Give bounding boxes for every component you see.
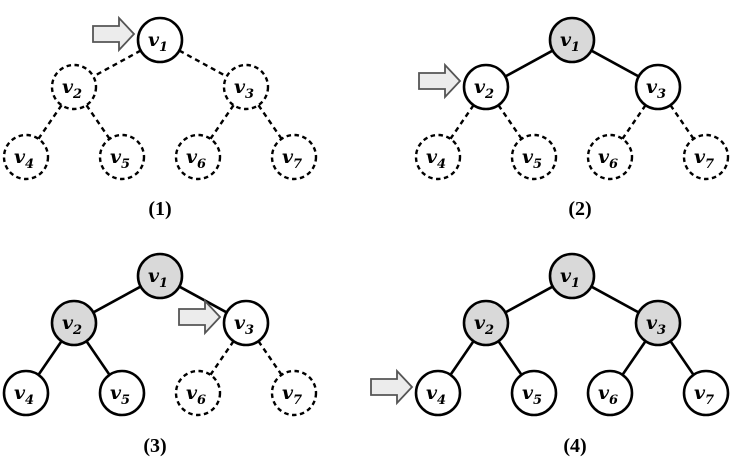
- edge-v2-v5: [497, 340, 523, 376]
- node-label-v7: v7: [282, 382, 302, 408]
- node-v5: v5: [98, 133, 146, 181]
- edge-v1-v2: [92, 49, 142, 78]
- edge-v1-v3: [590, 49, 640, 78]
- node-label-v6: v6: [598, 146, 618, 172]
- node-label-v7: v7: [694, 382, 714, 408]
- bfs-step-panel-3: v1 v2 v3 v4 v5 v6 v7 (3): [2, 252, 318, 457]
- node-v2: v2: [50, 63, 98, 111]
- node-label-v4: v4: [14, 382, 34, 408]
- edge-v2-v4: [449, 104, 475, 140]
- node-label-v5: v5: [522, 382, 542, 408]
- node-label-v3: v3: [646, 312, 666, 338]
- edge-v1-v3: [178, 285, 228, 314]
- node-label-v1: v1: [560, 265, 580, 291]
- edge-v3-v6: [621, 104, 647, 140]
- node-v4: v4: [414, 133, 462, 181]
- node-v4: v4: [2, 133, 50, 181]
- node-v5: v5: [510, 133, 558, 181]
- node-v4: v4: [2, 369, 50, 417]
- node-label-v3: v3: [646, 76, 666, 102]
- edge-v2-v4: [449, 340, 475, 376]
- node-v7: v7: [270, 133, 318, 181]
- node-v6: v6: [174, 369, 222, 417]
- edge-v3-v6: [209, 340, 235, 376]
- edge-v2-v5: [497, 104, 523, 140]
- node-label-v2: v2: [62, 76, 82, 102]
- node-v2: v2: [462, 299, 510, 347]
- node-v1: v1: [548, 252, 596, 300]
- current-node-arrow-icon: [178, 298, 222, 336]
- bfs-step-panel-2: v1 v2 v3 v4 v5 v6 v7 (2): [414, 16, 730, 220]
- current-node-arrow-icon: [92, 15, 136, 53]
- node-v1: v1: [136, 252, 184, 300]
- edge-v1-v3: [178, 49, 228, 78]
- node-v3: v3: [222, 63, 270, 111]
- node-label-v1: v1: [148, 29, 168, 55]
- node-label-v7: v7: [694, 146, 714, 172]
- edge-v3-v7: [669, 340, 695, 376]
- node-label-v4: v4: [426, 146, 446, 172]
- node-v2: v2: [462, 63, 510, 111]
- node-label-v2: v2: [62, 312, 82, 338]
- current-node-arrow-icon: [418, 62, 462, 100]
- edge-v3-v6: [209, 104, 235, 140]
- node-v1: v1: [548, 16, 596, 64]
- node-v5: v5: [510, 369, 558, 417]
- edge-v1-v2: [504, 285, 554, 314]
- bfs-step-panel-4: v1 v2 v3 v4 v5 v6 v7 (4): [370, 252, 730, 457]
- current-node-arrow-icon: [370, 368, 414, 406]
- node-v3: v3: [634, 299, 682, 347]
- node-v6: v6: [586, 369, 634, 417]
- node-v6: v6: [174, 133, 222, 181]
- panel-label: (2): [568, 198, 591, 220]
- edge-v1-v3: [590, 285, 640, 314]
- node-label-v7: v7: [282, 146, 302, 172]
- node-label-v4: v4: [426, 382, 446, 408]
- edge-v2-v5: [85, 340, 111, 376]
- node-label-v5: v5: [110, 146, 130, 172]
- node-v4: v4: [414, 369, 462, 417]
- node-v7: v7: [682, 369, 730, 417]
- edge-v3-v7: [669, 104, 695, 140]
- node-label-v3: v3: [234, 312, 254, 338]
- node-v7: v7: [270, 369, 318, 417]
- node-v6: v6: [586, 133, 634, 181]
- node-label-v1: v1: [148, 265, 168, 291]
- node-v2: v2: [50, 299, 98, 347]
- node-v3: v3: [634, 63, 682, 111]
- edge-v2-v5: [85, 104, 111, 140]
- bfs-step-panel-1: v1 v2 v3 v4 v5 v6 v7 (1): [2, 15, 318, 220]
- panel-label: (1): [148, 198, 171, 220]
- node-label-v3: v3: [234, 76, 254, 102]
- node-v3: v3: [222, 299, 270, 347]
- edge-v3-v7: [257, 104, 283, 140]
- node-v7: v7: [682, 133, 730, 181]
- panel-label: (4): [563, 435, 586, 457]
- node-label-v6: v6: [598, 382, 618, 408]
- node-v1: v1: [136, 16, 184, 64]
- node-label-v6: v6: [186, 146, 206, 172]
- edge-v1-v2: [92, 285, 142, 314]
- node-label-v5: v5: [522, 146, 542, 172]
- node-label-v1: v1: [560, 29, 580, 55]
- node-label-v2: v2: [474, 76, 494, 102]
- panel-label: (3): [143, 435, 166, 457]
- node-v5: v5: [98, 369, 146, 417]
- node-label-v6: v6: [186, 382, 206, 408]
- edge-v3-v6: [621, 340, 647, 376]
- node-label-v5: v5: [110, 382, 130, 408]
- edge-v1-v2: [504, 49, 554, 78]
- node-label-v4: v4: [14, 146, 34, 172]
- node-label-v2: v2: [474, 312, 494, 338]
- edge-v2-v4: [37, 340, 63, 376]
- edge-v2-v4: [37, 104, 63, 140]
- edge-v3-v7: [257, 340, 283, 376]
